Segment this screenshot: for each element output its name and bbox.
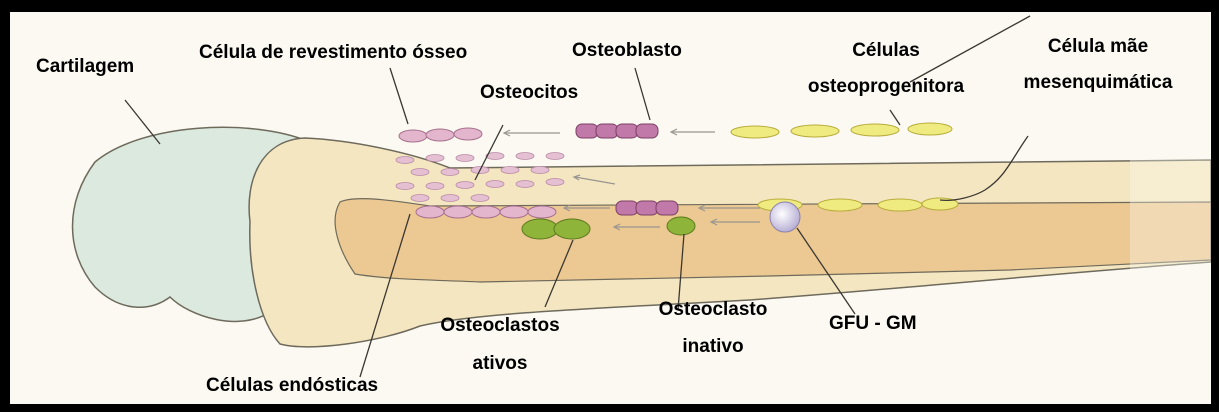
diagram-panel: Cartilagem Célula de revestimento ósseo … <box>10 12 1211 404</box>
label-osteoclastos-ativos-1: Osteoclastos <box>425 314 575 338</box>
label-osteoclasto-inativo-1: Osteoclasto <box>643 298 783 322</box>
label-osteoclastos-ativos-2: ativos <box>425 352 575 376</box>
label-osteoblasto: Osteoblasto <box>572 39 682 63</box>
label-celula-mae-2: mesenquimática <box>1013 71 1183 95</box>
label-gfu-gm: GFU - GM <box>829 312 917 336</box>
label-celula-revestimento: Célula de revestimento ósseo <box>199 41 467 65</box>
label-osteocitos: Osteocitos <box>480 81 578 105</box>
label-celulas-endosticas: Células endósticas <box>206 374 378 398</box>
osteoblasts-top <box>576 124 658 138</box>
label-celulas-osteoprogenitora-1: Células <box>806 39 966 63</box>
label-celulas-osteoprogenitora-2: osteoprogenitora <box>806 75 966 99</box>
gfu-gm-cell <box>770 202 800 232</box>
inactive-osteoclast <box>667 217 695 235</box>
lining-cells-top <box>399 128 482 142</box>
label-celula-mae-1: Célula mãe <box>1028 35 1168 59</box>
osteoprogenitor-cells-top <box>731 123 952 138</box>
osteoblasts-bottom <box>616 201 678 215</box>
label-cartilagem: Cartilagem <box>36 55 134 79</box>
endosteal-cells <box>416 206 556 218</box>
label-osteoclasto-inativo-2: inativo <box>643 335 783 359</box>
